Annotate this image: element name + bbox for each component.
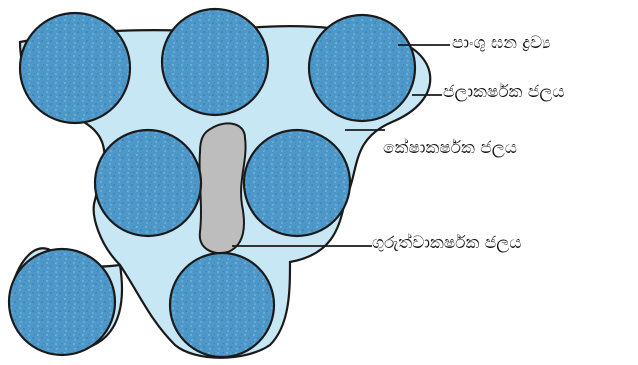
soil-particle bbox=[9, 249, 115, 355]
soil-particle bbox=[20, 13, 130, 123]
soil-particle bbox=[95, 130, 201, 236]
soil-particle bbox=[170, 253, 274, 357]
label-solid-particles: පාංශු ඝන ද්‍රව්‍ය bbox=[452, 33, 551, 53]
soil-particle bbox=[309, 15, 415, 121]
gravitational-water bbox=[200, 123, 246, 253]
label-hygroscopic-water: ජලාකර්ෂක ජලය bbox=[443, 82, 565, 102]
soil-particle bbox=[162, 9, 268, 115]
label-gravitational-water: ගුරුත්වාකර්ෂක ජලය bbox=[372, 233, 521, 253]
soil-particle bbox=[244, 130, 350, 236]
label-capillary-water: කේෂාකර්ෂක ජලය bbox=[383, 138, 517, 158]
